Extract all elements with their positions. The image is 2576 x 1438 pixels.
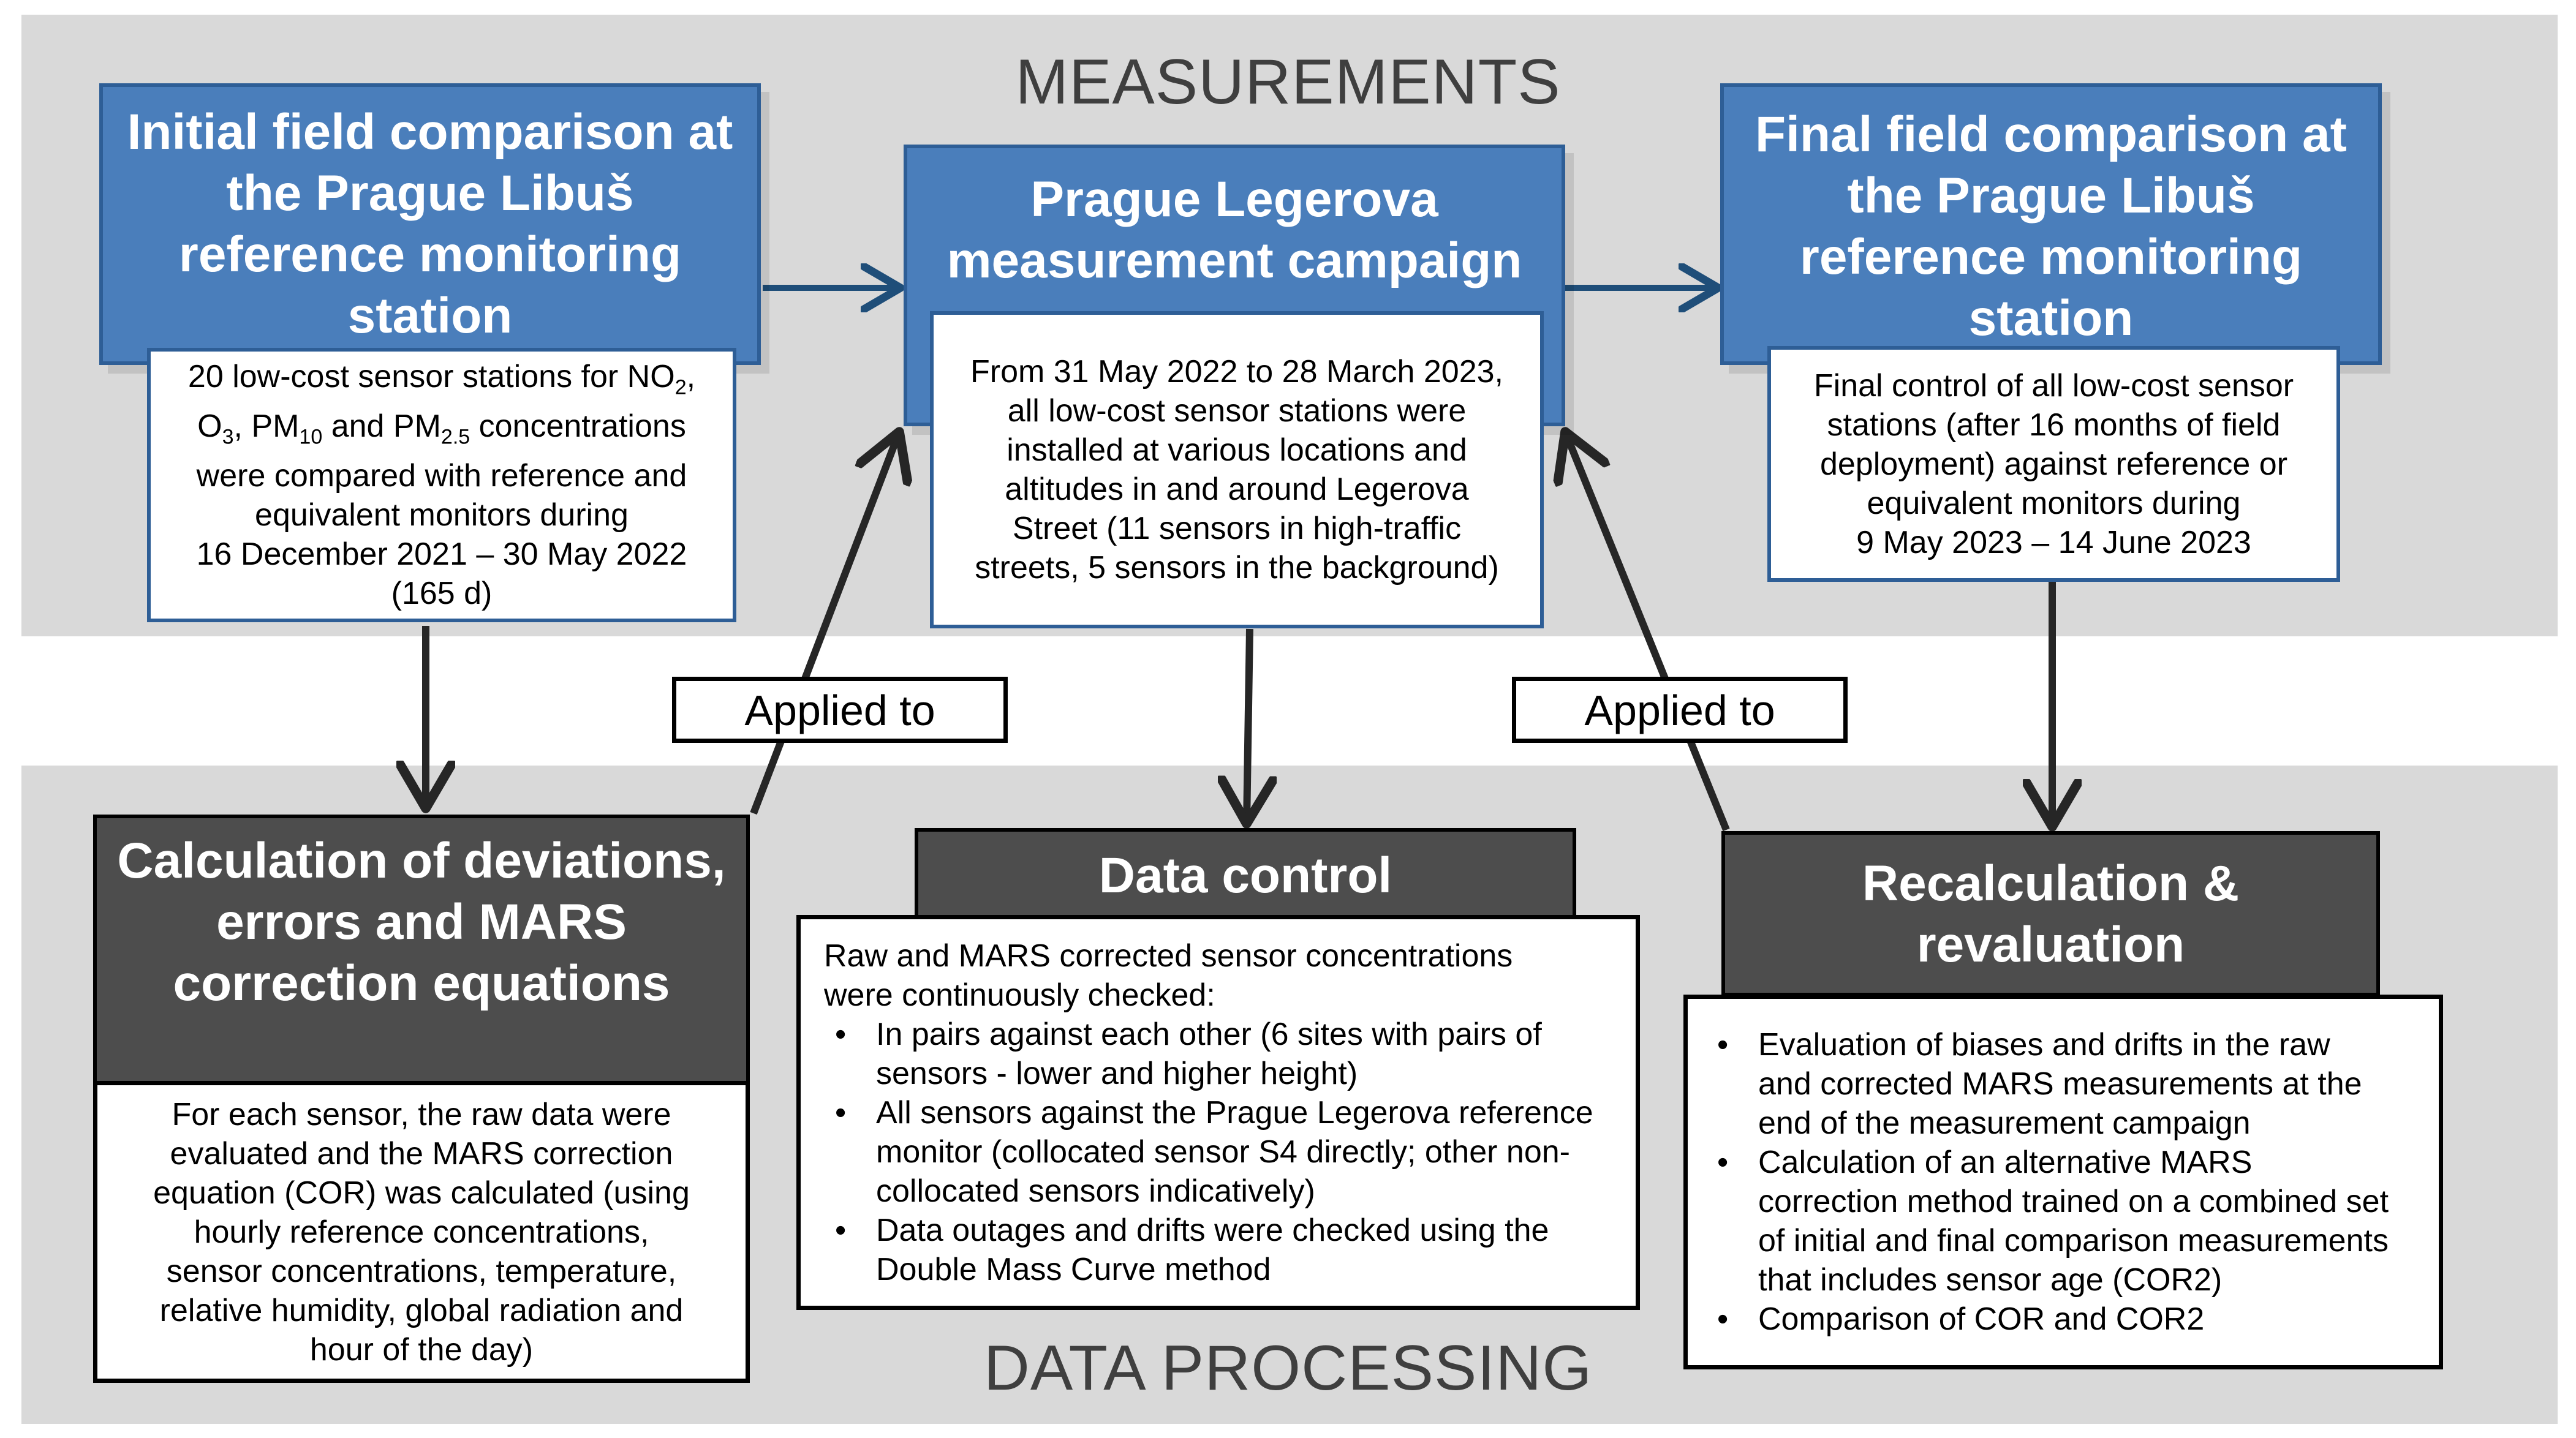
recalculation-description: Evaluation of biases and drifts in the r… bbox=[1683, 995, 2443, 1369]
data-processing-heading: DATA PROCESSING bbox=[983, 1333, 1593, 1404]
data-control-title: Data control bbox=[915, 828, 1576, 920]
data-control-description: Raw and MARS corrected sensor concentrat… bbox=[796, 915, 1640, 1310]
final-comparison-title: Final field comparison at the Prague Lib… bbox=[1720, 83, 2382, 365]
recalculation-bullet-3: Comparison of COR and COR2 bbox=[1706, 1300, 2389, 1339]
initial-comparison-title: Initial field comparison at the Prague L… bbox=[99, 83, 761, 365]
applied-to-label-right: Applied to bbox=[1512, 677, 1848, 743]
measurements-heading: MEASUREMENTS bbox=[1015, 47, 1561, 118]
arrow-recalculation-to-legerova bbox=[1565, 432, 1730, 832]
calculation-description: For each sensor, the raw data were evalu… bbox=[93, 1081, 750, 1383]
arrow-calculation-to-legerova bbox=[750, 432, 899, 815]
data-control-intro: Raw and MARS corrected sensor concentrat… bbox=[824, 938, 1513, 1013]
legerova-campaign-description: From 31 May 2022 to 28 March 2023, all l… bbox=[930, 311, 1544, 628]
legerova-campaign-text: From 31 May 2022 to 28 March 2023, all l… bbox=[970, 354, 1503, 585]
initial-comparison-text: 20 low-cost sensor stations for NO2, O3,… bbox=[187, 358, 696, 612]
final-comparison-text: Final control of all low-cost sensor sta… bbox=[1813, 367, 2294, 560]
recalculation-title: Recalculation & revaluation bbox=[1721, 831, 2380, 996]
data-control-bullet-1: In pairs against each other (6 sites wit… bbox=[824, 1015, 1593, 1093]
data-control-content: Raw and MARS corrected sensor concentrat… bbox=[824, 936, 1593, 1289]
data-control-bullet-2: All sensors against the Prague Legerova … bbox=[824, 1093, 1593, 1211]
applied-to-label-left: Applied to bbox=[672, 677, 1008, 743]
recalculation-bullet-1: Evaluation of biases and drifts in the r… bbox=[1706, 1025, 2389, 1143]
recalculation-bullet-list: Evaluation of biases and drifts in the r… bbox=[1706, 1025, 2389, 1339]
data-control-bullet-list: In pairs against each other (6 sites wit… bbox=[824, 1015, 1593, 1289]
initial-comparison-description: 20 low-cost sensor stations for NO2, O3,… bbox=[147, 348, 736, 622]
calculation-title: Calculation of deviations, errors and MA… bbox=[93, 815, 750, 1096]
final-comparison-description: Final control of all low-cost sensor sta… bbox=[1767, 346, 2340, 582]
data-control-bullet-3: Data outages and drifts were checked usi… bbox=[824, 1211, 1593, 1289]
arrow-legerova-to-data-control bbox=[1247, 628, 1250, 824]
recalculation-bullet-2: Calculation of an alternative MARS corre… bbox=[1706, 1143, 2389, 1300]
calculation-text: For each sensor, the raw data were evalu… bbox=[153, 1096, 690, 1368]
